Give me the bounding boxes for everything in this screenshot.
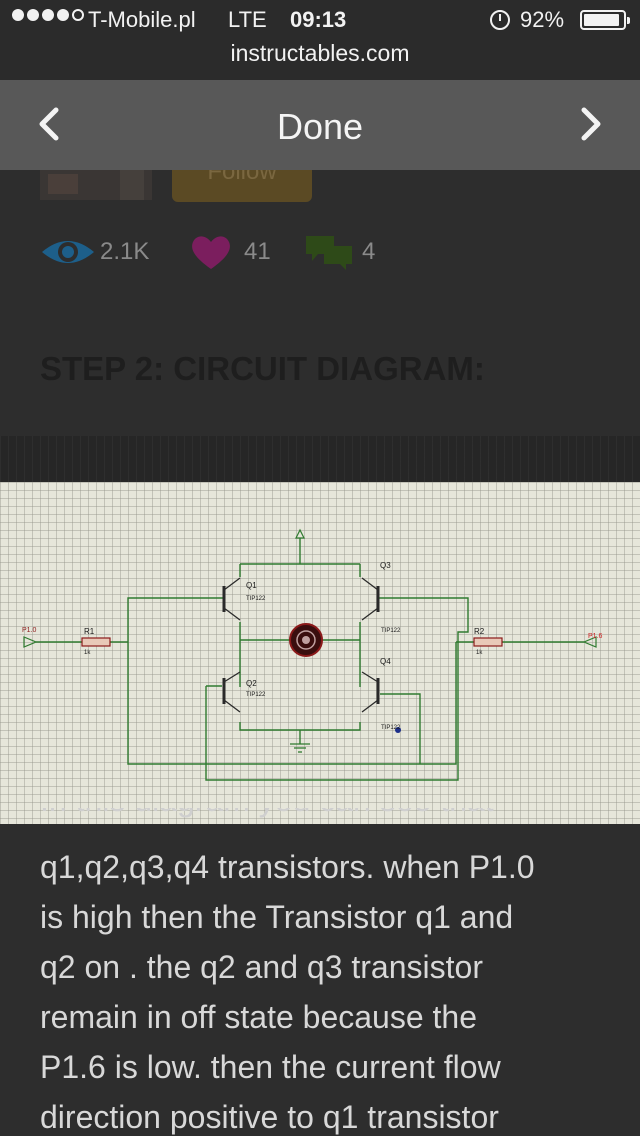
comments-count: 4 xyxy=(362,238,376,265)
label-q4: Q4 xyxy=(380,657,391,666)
body-line: remain in off state because the xyxy=(40,999,478,1035)
label-q1-type: TIP122 xyxy=(246,596,266,602)
resistor-r1 xyxy=(81,637,111,647)
step-title: STEP 2: CIRCUIT DIAGRAM: xyxy=(40,350,485,387)
battery-percent: 92% xyxy=(520,7,565,32)
heart-icon xyxy=(192,236,230,269)
transistor-q3 xyxy=(361,577,380,621)
alarm-icon xyxy=(490,10,510,30)
forward-button[interactable] xyxy=(570,102,614,146)
url-bar[interactable]: instructables.com xyxy=(230,40,410,66)
clock: 09:13 xyxy=(290,7,347,32)
views-stat: 2.1K xyxy=(40,232,149,272)
carrier-name: T-Mobile.pl xyxy=(88,7,196,32)
p10-terminal xyxy=(23,636,38,648)
partially-hidden-line: In this diagram you can see that xyxy=(40,808,494,824)
ground-symbol xyxy=(290,743,310,753)
label-p16: P1.6 xyxy=(588,633,603,640)
favorites-stat[interactable]: 41 xyxy=(190,232,271,272)
label-q4-type: TIP122 xyxy=(381,725,401,731)
label-q3: Q3 xyxy=(380,561,391,570)
label-q2-type: TIP122 xyxy=(246,692,266,698)
browser-top-bar: T-Mobile.pl LTE 09:13 92% instructables.… xyxy=(0,0,640,80)
label-p10: P1.0 xyxy=(22,627,37,634)
label-r1: R1 xyxy=(84,627,95,636)
p16-terminal xyxy=(582,636,597,648)
signal-strength-icon xyxy=(12,9,84,21)
chevron-right-icon xyxy=(581,107,601,141)
favorites-count: 41 xyxy=(244,238,271,265)
body-line: direction positive to q1 transistor xyxy=(40,1099,499,1135)
back-button[interactable] xyxy=(28,102,72,146)
body-line: is high then the Transistor q1 and xyxy=(40,899,514,935)
battery-icon xyxy=(580,10,630,30)
label-q1: Q1 xyxy=(246,581,257,590)
step-body-text: q1,q2,q3,q4 transistors. when P1.0 is hi… xyxy=(40,842,620,1136)
body-line: q2 on . the q2 and q3 transistor xyxy=(40,949,483,985)
comment-bubbles-icon xyxy=(306,236,352,270)
resistor-r2 xyxy=(473,637,503,647)
eye-icon xyxy=(42,241,94,263)
views-count: 2.1K xyxy=(100,238,150,265)
transistor-q1 xyxy=(222,577,241,621)
status-bar: T-Mobile.pl LTE 09:13 92% xyxy=(0,0,640,40)
circuit-diagram: P1.0 P1.6 R1 1k R2 1k Q1 TIP122 Q2 TIP12… xyxy=(22,528,603,781)
transistor-q2 xyxy=(222,671,241,713)
cut-line-text: In this diagram you can see that xyxy=(40,808,494,819)
network-type: LTE xyxy=(228,7,267,32)
label-q3-type: TIP122 xyxy=(381,628,401,634)
body-line: q1,q2,q3,q4 transistors. when P1.0 xyxy=(40,849,535,885)
motor-symbol xyxy=(289,623,323,657)
chevron-left-icon xyxy=(39,107,59,141)
label-r1-value: 1k xyxy=(84,650,91,656)
body-line: P1.6 is low. then the current flow xyxy=(40,1049,501,1085)
label-q2: Q2 xyxy=(246,679,257,688)
label-r2-value: 1k xyxy=(476,650,483,656)
probe-marker xyxy=(395,727,401,733)
transistor-q4 xyxy=(361,671,380,713)
circuit-diagram-image[interactable]: P1.0 P1.6 R1 1k R2 1k Q1 TIP122 Q2 TIP12… xyxy=(0,482,640,824)
author-avatar[interactable] xyxy=(40,170,152,200)
label-r2: R2 xyxy=(474,627,485,636)
follow-button[interactable]: Follow xyxy=(172,170,312,202)
comments-stat[interactable]: 4 xyxy=(304,232,375,272)
image-top-band xyxy=(0,436,640,482)
vcc-terminal xyxy=(295,528,305,539)
nav-done-button[interactable]: Done xyxy=(276,106,364,147)
nav-bar: Done xyxy=(0,80,640,170)
battery-fill xyxy=(584,14,619,26)
